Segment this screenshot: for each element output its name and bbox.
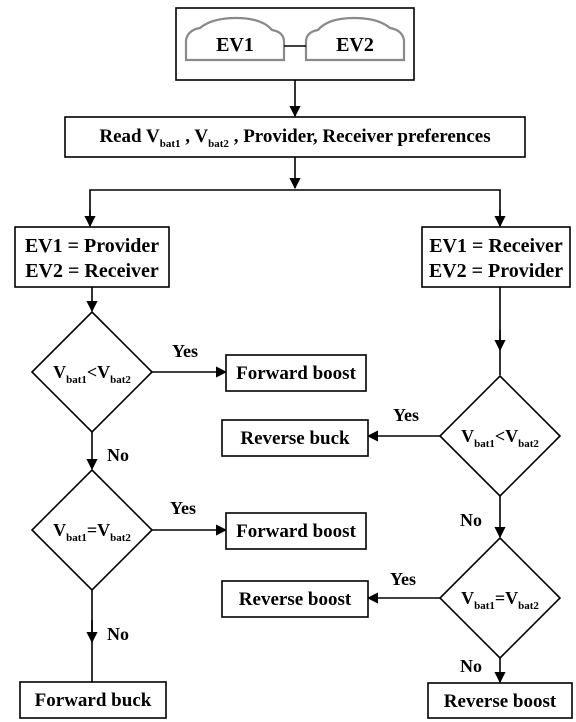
left-d1-outcome-box [225,354,367,392]
left-d2-yes-label: Yes [170,498,196,518]
right-d2-outcome-text: Reverse boost [239,589,352,610]
left-decision-equal-text: Vbat1=Vbat2 [53,520,131,544]
right-d2-outcome-box [221,580,369,618]
right-decision-less-text: Vbat1<Vbat2 [461,426,539,450]
left-role-line2: EV2 = Receiver [25,260,159,282]
right-d2-yes-label: Yes [390,569,416,589]
right-decision-equal-text: Vbat1=Vbat2 [461,588,539,612]
right-final-outcome-text: Reverse boost [444,691,557,712]
read-step-box [64,116,526,158]
ev-pair-box [175,7,415,81]
left-d1-no-label: No [107,445,129,465]
ev2-car-icon [304,16,406,62]
branch-split-line [89,189,501,225]
left-d2-outcome-box [225,512,367,550]
left-d2-no-label: No [107,624,129,644]
left-d1-outcome-text: Forward boost [236,363,356,384]
read-step-text: Read Vbat1 , Vbat2 , Provider, Receiver … [99,126,490,150]
left-decision-less-text: Vbat1<Vbat2 [53,362,131,386]
right-d1-yes-label: Yes [393,405,419,425]
right-d1-no-label: No [460,510,482,530]
left-role-box [14,226,170,288]
left-final-outcome-text: Forward buck [35,690,152,711]
right-role-line2: EV2 = Provider [429,260,563,282]
left-role-line1: EV1 = Provider [25,235,159,257]
right-d1-outcome-text: Reverse buck [240,428,350,449]
right-final-outcome-box [427,682,573,719]
left-d1-yes-label: Yes [172,341,198,361]
right-d2-no-label: No [460,656,482,676]
ev2-label: EV2 [336,34,374,56]
right-role-box [421,226,571,288]
ev1-car-icon [184,16,286,62]
left-d2-outcome-text: Forward boost [236,521,356,542]
right-role-line1: EV1 = Receiver [429,235,563,257]
right-d1-outcome-box [221,419,369,457]
ev1-label: EV1 [216,34,254,56]
left-final-outcome-box [19,681,167,719]
